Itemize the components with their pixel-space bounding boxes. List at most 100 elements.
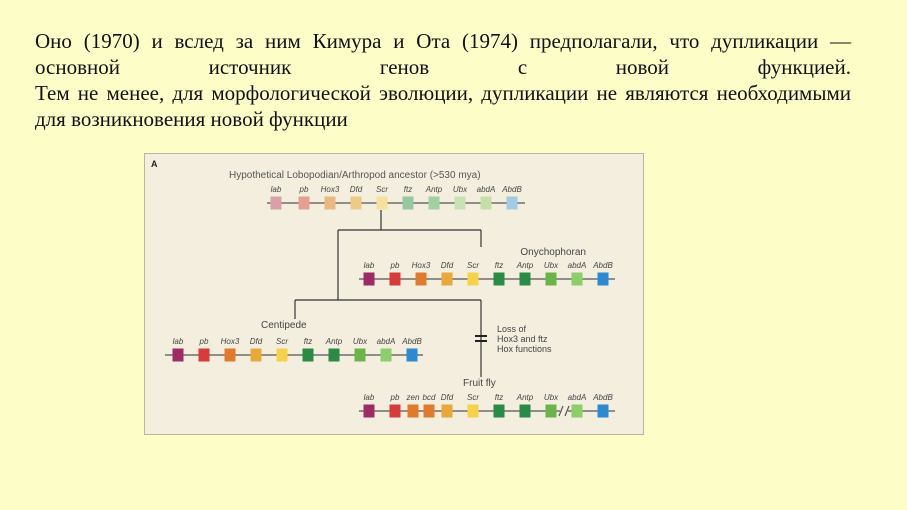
gene-label-bcd: bcd (423, 393, 436, 402)
gene-box-abdb (597, 272, 609, 286)
gene-label-antp: Antp (425, 185, 443, 194)
gene-label-hox3: Hox3 (321, 185, 340, 194)
gene-label-ftz: ftz (304, 337, 312, 346)
gene-label-antp: Antp (516, 261, 534, 270)
gene-box-scr (467, 272, 479, 286)
gene-label-scr: Scr (276, 337, 288, 346)
gene-box-dfd (441, 272, 453, 286)
gene-label-pb: pb (199, 337, 209, 346)
gene-label-hox3: Hox3 (221, 337, 240, 346)
gene-label-ftz: ftz (495, 393, 503, 402)
gene-box-pb (389, 272, 401, 286)
gene-box-lab (270, 196, 282, 210)
gene-box-ftz (493, 272, 505, 286)
gene-label-abda: abdA (568, 393, 587, 402)
gene-box-abdb (406, 348, 418, 362)
gene-label-dfd: Dfd (250, 337, 263, 346)
gene-box-abdb (506, 196, 518, 210)
fruit-fly-title: Fruit fly (463, 378, 496, 389)
gene-box-zen (407, 404, 419, 418)
onychophoran-title: Onychophoran (520, 247, 586, 258)
gene-box-pb (298, 196, 310, 210)
gene-box-abda (571, 272, 583, 286)
gene-box-ubx (354, 348, 366, 362)
gene-box-antp (428, 196, 440, 210)
gene-label-scr: Scr (467, 393, 479, 402)
gene-label-abdb: AbdB (401, 337, 422, 346)
centipede-title: Centipede (261, 320, 307, 331)
gene-box-antp (519, 272, 531, 286)
loss-note: Loss of Hox3 and ftz Hox functions (497, 324, 552, 354)
loss-note-line-2: Hox3 and ftz (497, 334, 548, 344)
gene-box-scr (276, 348, 288, 362)
gene-label-ubx: Ubx (453, 185, 468, 194)
gene-label-ftz: ftz (495, 261, 503, 270)
gene-box-ubx (454, 196, 466, 210)
gene-box-abdb (597, 404, 609, 418)
gene-label-scr: Scr (376, 185, 388, 194)
gene-box-ftz (493, 404, 505, 418)
gene-box-antp (328, 348, 340, 362)
gene-label-hox3: Hox3 (412, 261, 431, 270)
phylogeny-tree (294, 210, 482, 377)
gene-box-abda (480, 196, 492, 210)
gene-label-ubx: Ubx (544, 261, 559, 270)
loss-marker (475, 335, 487, 342)
gene-box-hox3 (415, 272, 427, 286)
gene-box-bcd (423, 404, 435, 418)
gene-label-abda: abdA (568, 261, 587, 270)
loss-note-line-1: Loss of (497, 324, 527, 334)
gene-label-ubx: Ubx (544, 393, 559, 402)
gene-box-ftz (302, 348, 314, 362)
hox-cluster-diagram: A Hypothetical Lobopodian/Arthropod ance… (151, 159, 615, 418)
paragraph-morphological-evolution: Тем не менее, для морфологической эволюц… (35, 81, 851, 131)
gene-box-dfd (350, 196, 362, 210)
gene-box-dfd (441, 404, 453, 418)
gene-box-ubx (545, 404, 557, 418)
gene-box-hox3 (324, 196, 336, 210)
gene-label-abdb: AbdB (592, 393, 613, 402)
gene-box-lab (363, 272, 375, 286)
hox-cluster-figure: A Hypothetical Lobopodian/Arthropod ance… (144, 153, 644, 435)
gene-label-lab: lab (364, 393, 375, 402)
gene-label-ftz: ftz (404, 185, 412, 194)
gene-label-abdb: AbdB (501, 185, 522, 194)
gene-label-pb: pb (390, 393, 400, 402)
gene-label-lab: lab (173, 337, 184, 346)
gene-label-pb: pb (299, 185, 309, 194)
gene-box-ubx (545, 272, 557, 286)
gene-box-abda (571, 404, 583, 418)
gene-box-hox3 (224, 348, 236, 362)
gene-box-lab (363, 404, 375, 418)
slide-text: Оно (1970) и вслед за ним Кимура и Ота (… (35, 28, 851, 132)
gene-label-zen: zen (406, 393, 420, 402)
gene-label-antp: Antp (325, 337, 343, 346)
chromosome-break-mark (558, 404, 570, 418)
gene-label-scr: Scr (467, 261, 479, 270)
gene-box-dfd (250, 348, 262, 362)
gene-box-scr (376, 196, 388, 210)
gene-label-ubx: Ubx (353, 337, 368, 346)
gene-label-pb: pb (390, 261, 400, 270)
gene-label-dfd: Dfd (441, 261, 454, 270)
gene-box-antp (519, 404, 531, 418)
gene-label-lab: lab (364, 261, 375, 270)
gene-box-ftz (402, 196, 414, 210)
gene-label-abda: abdA (477, 185, 496, 194)
gene-box-pb (198, 348, 210, 362)
gene-label-dfd: Dfd (441, 393, 454, 402)
paragraph-duplication-hypothesis: Оно (1970) и вслед за ним Кимура и Ота (… (35, 29, 851, 79)
gene-box-abda (380, 348, 392, 362)
gene-box-scr (467, 404, 479, 418)
gene-box-pb (389, 404, 401, 418)
gene-label-antp: Antp (516, 393, 534, 402)
gene-label-lab: lab (271, 185, 282, 194)
gene-label-dfd: Dfd (350, 185, 363, 194)
gene-label-abda: abdA (377, 337, 396, 346)
panel-label: A (151, 159, 158, 169)
loss-note-line-3: Hox functions (497, 344, 552, 354)
